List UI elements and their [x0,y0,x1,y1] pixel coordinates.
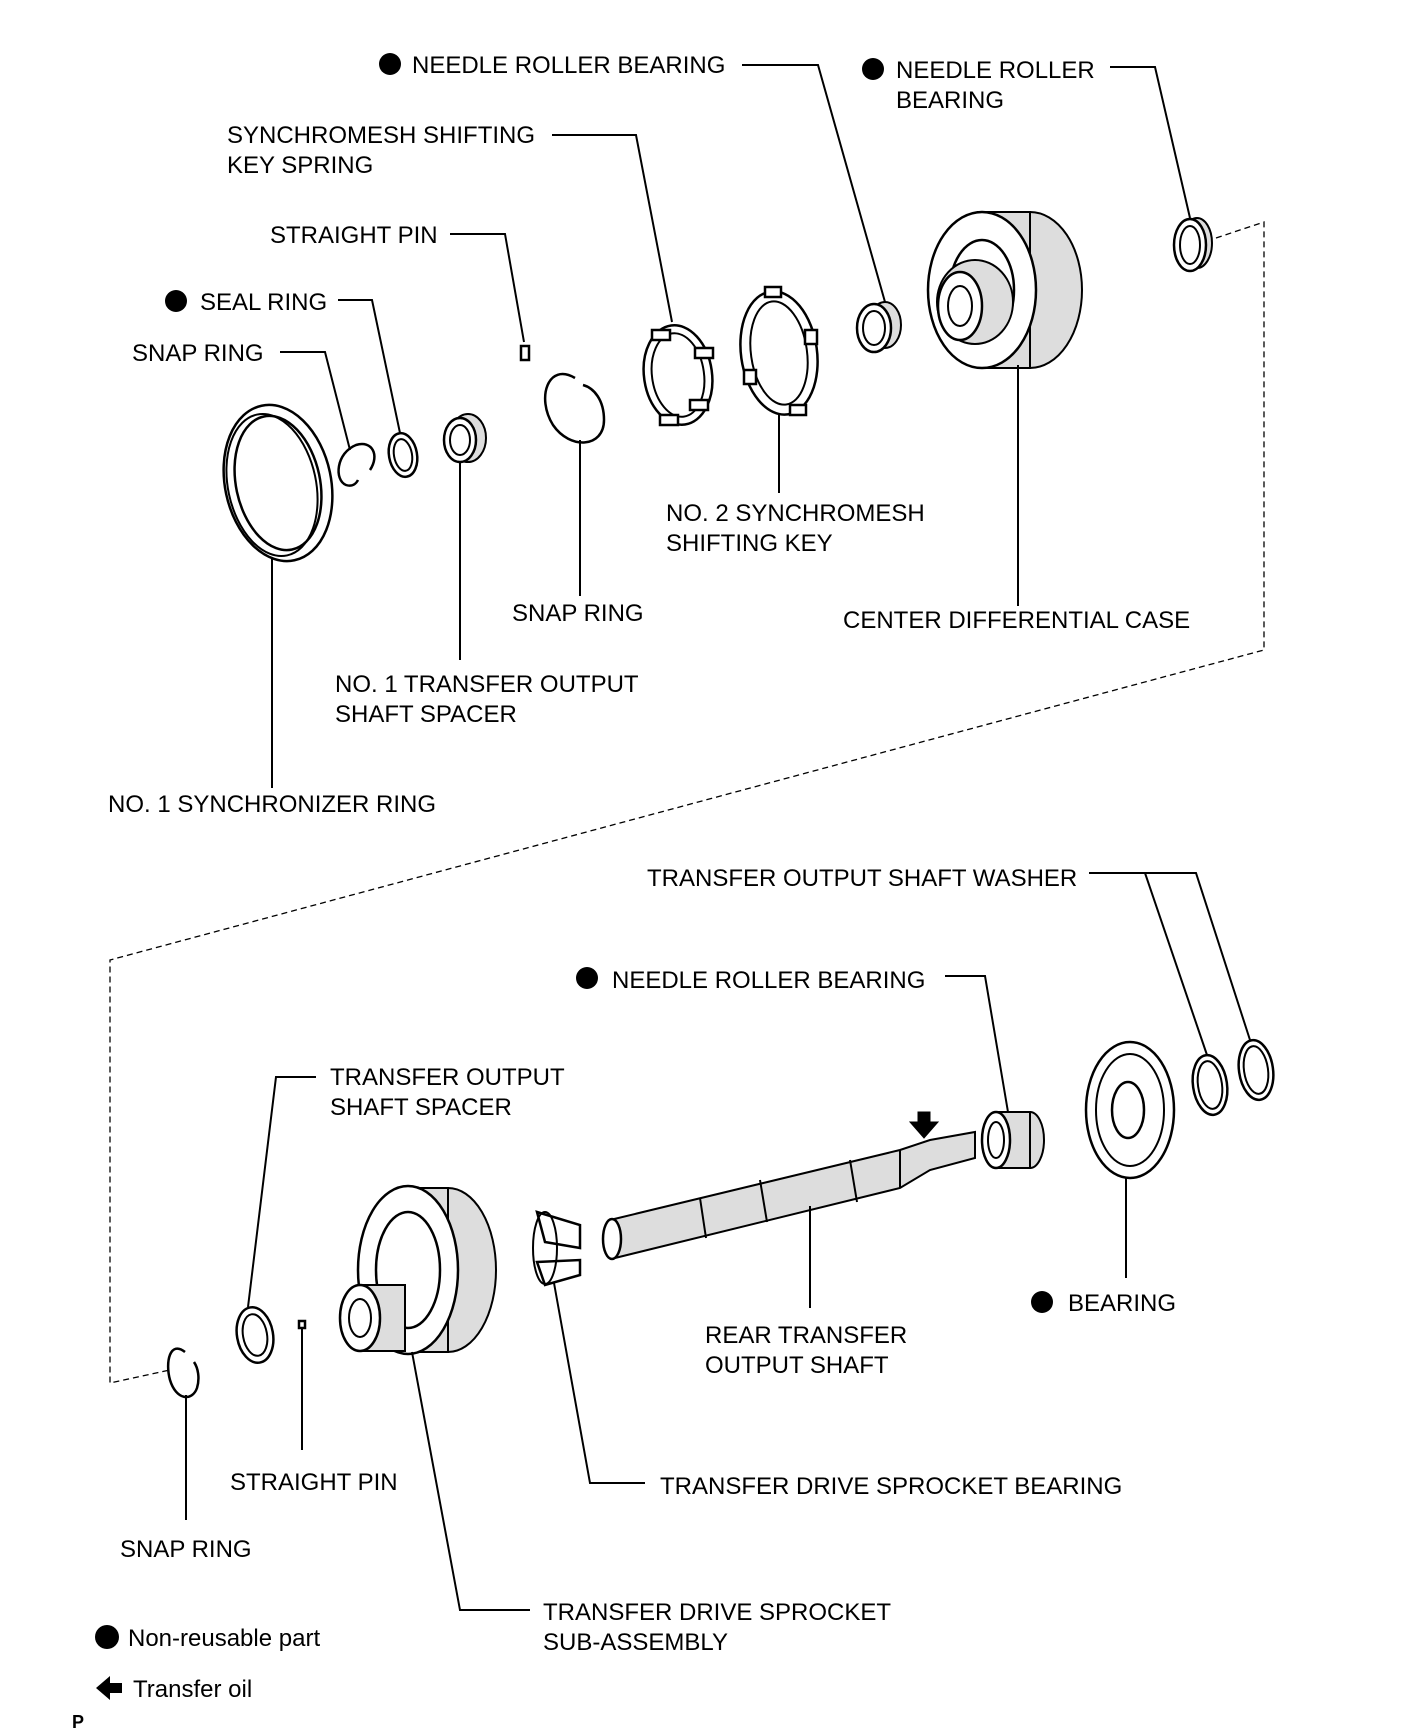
label-rear-transfer-shaft-line2: OUTPUT SHAFT [705,1352,889,1379]
legend-non-reusable-label: Non-reusable part [128,1625,320,1652]
label-synchromesh-key-spring-line1: SYNCHROMESH SHIFTING [227,122,535,149]
no1-transfer-output-shaft-spacer [442,413,487,464]
label-no2-synchromesh-key-line2: SHIFTING KEY [666,530,833,557]
label-needle-roller-bearing-top-1: NEEDLE ROLLER BEARING [412,52,725,79]
assembly-dashed-line [109,221,1265,1384]
no1-synchronizer-ring [222,403,334,563]
transfer-oil-arrow [908,1111,940,1139]
label-needle-roller-bearing-top-2-line1: NEEDLE ROLLER [896,57,1095,84]
rear-transfer-output-shaft [601,1130,976,1261]
non-reusable-dot-needle-bearing-bottom [576,967,598,989]
label-snap-ring-top-mid: SNAP RING [512,600,644,627]
label-no1-synchronizer-ring: NO. 1 SYNCHRONIZER RING [108,791,436,818]
label-needle-roller-bearing-bottom: NEEDLE ROLLER BEARING [612,967,925,994]
synchromesh-shifting-key-spring [642,324,715,427]
label-transfer-output-shaft-washer: TRANSFER OUTPUT SHAFT WASHER [647,865,1077,892]
non-reusable-dot-needle-bearing-top-1 [379,53,401,75]
corner-mark: P [72,1712,84,1732]
no2-synchromesh-shifting-key [739,285,819,417]
label-transfer-drive-sprocket-line2: SUB-ASSEMBLY [543,1629,728,1656]
needle-roller-bearing-bottom [980,1110,1045,1170]
label-shaft-spacer-line1: TRANSFER OUTPUT [330,1064,565,1091]
label-straight-pin-bottom: STRAIGHT PIN [230,1469,398,1496]
label-rear-transfer-shaft-line1: REAR TRANSFER [705,1322,907,1349]
center-differential-case [926,210,1083,370]
non-reusable-dot-needle-bearing-top-2 [862,58,884,80]
needle-roller-bearing-top-1 [855,301,902,354]
label-seal-ring: SEAL RING [200,289,327,316]
straight-pin-top [519,344,531,362]
snap-ring-top-left [337,442,376,487]
transfer-output-shaft-spacer [235,1305,275,1365]
legend-non-reusable-dot [95,1625,119,1649]
label-transfer-drive-sprocket-line1: TRANSFER DRIVE SPROCKET [543,1599,891,1626]
legend-transfer-oil-label: Transfer oil [133,1676,252,1703]
non-reusable-dot-bearing [1031,1291,1053,1313]
leader-lines [185,64,1251,1611]
transfer-output-shaft-washer [1191,1038,1275,1117]
label-straight-pin-top: STRAIGHT PIN [270,222,438,249]
straight-pin-bottom [297,1319,307,1330]
label-transfer-drive-sprocket-bearing: TRANSFER DRIVE SPROCKET BEARING [660,1473,1122,1500]
snap-ring-top-mid [544,372,606,444]
needle-roller-bearing-top-2 [1172,217,1213,273]
seal-ring [387,431,419,479]
label-snap-ring-top-left: SNAP RING [132,340,264,367]
label-no1-spacer-line2: SHAFT SPACER [335,701,517,728]
label-center-differential-case: CENTER DIFFERENTIAL CASE [843,607,1190,634]
bearing [1084,1040,1176,1180]
transfer-drive-sprocket-sub-assembly [338,1184,497,1356]
non-reusable-dot-seal-ring [165,290,187,312]
label-bearing: BEARING [1068,1290,1176,1317]
label-no2-synchromesh-key-line1: NO. 2 SYNCHROMESH [666,500,925,527]
label-no1-spacer-line1: NO. 1 TRANSFER OUTPUT [335,671,639,698]
snap-ring-bottom [166,1347,200,1399]
label-snap-ring-bottom: SNAP RING [120,1536,252,1563]
transfer-drive-sprocket-bearing [532,1210,582,1287]
legend-transfer-oil-arrow-icon [96,1676,122,1700]
label-synchromesh-key-spring-line2: KEY SPRING [227,152,373,179]
label-shaft-spacer-line2: SHAFT SPACER [330,1094,512,1121]
label-needle-roller-bearing-top-2-line2: BEARING [896,87,1004,114]
